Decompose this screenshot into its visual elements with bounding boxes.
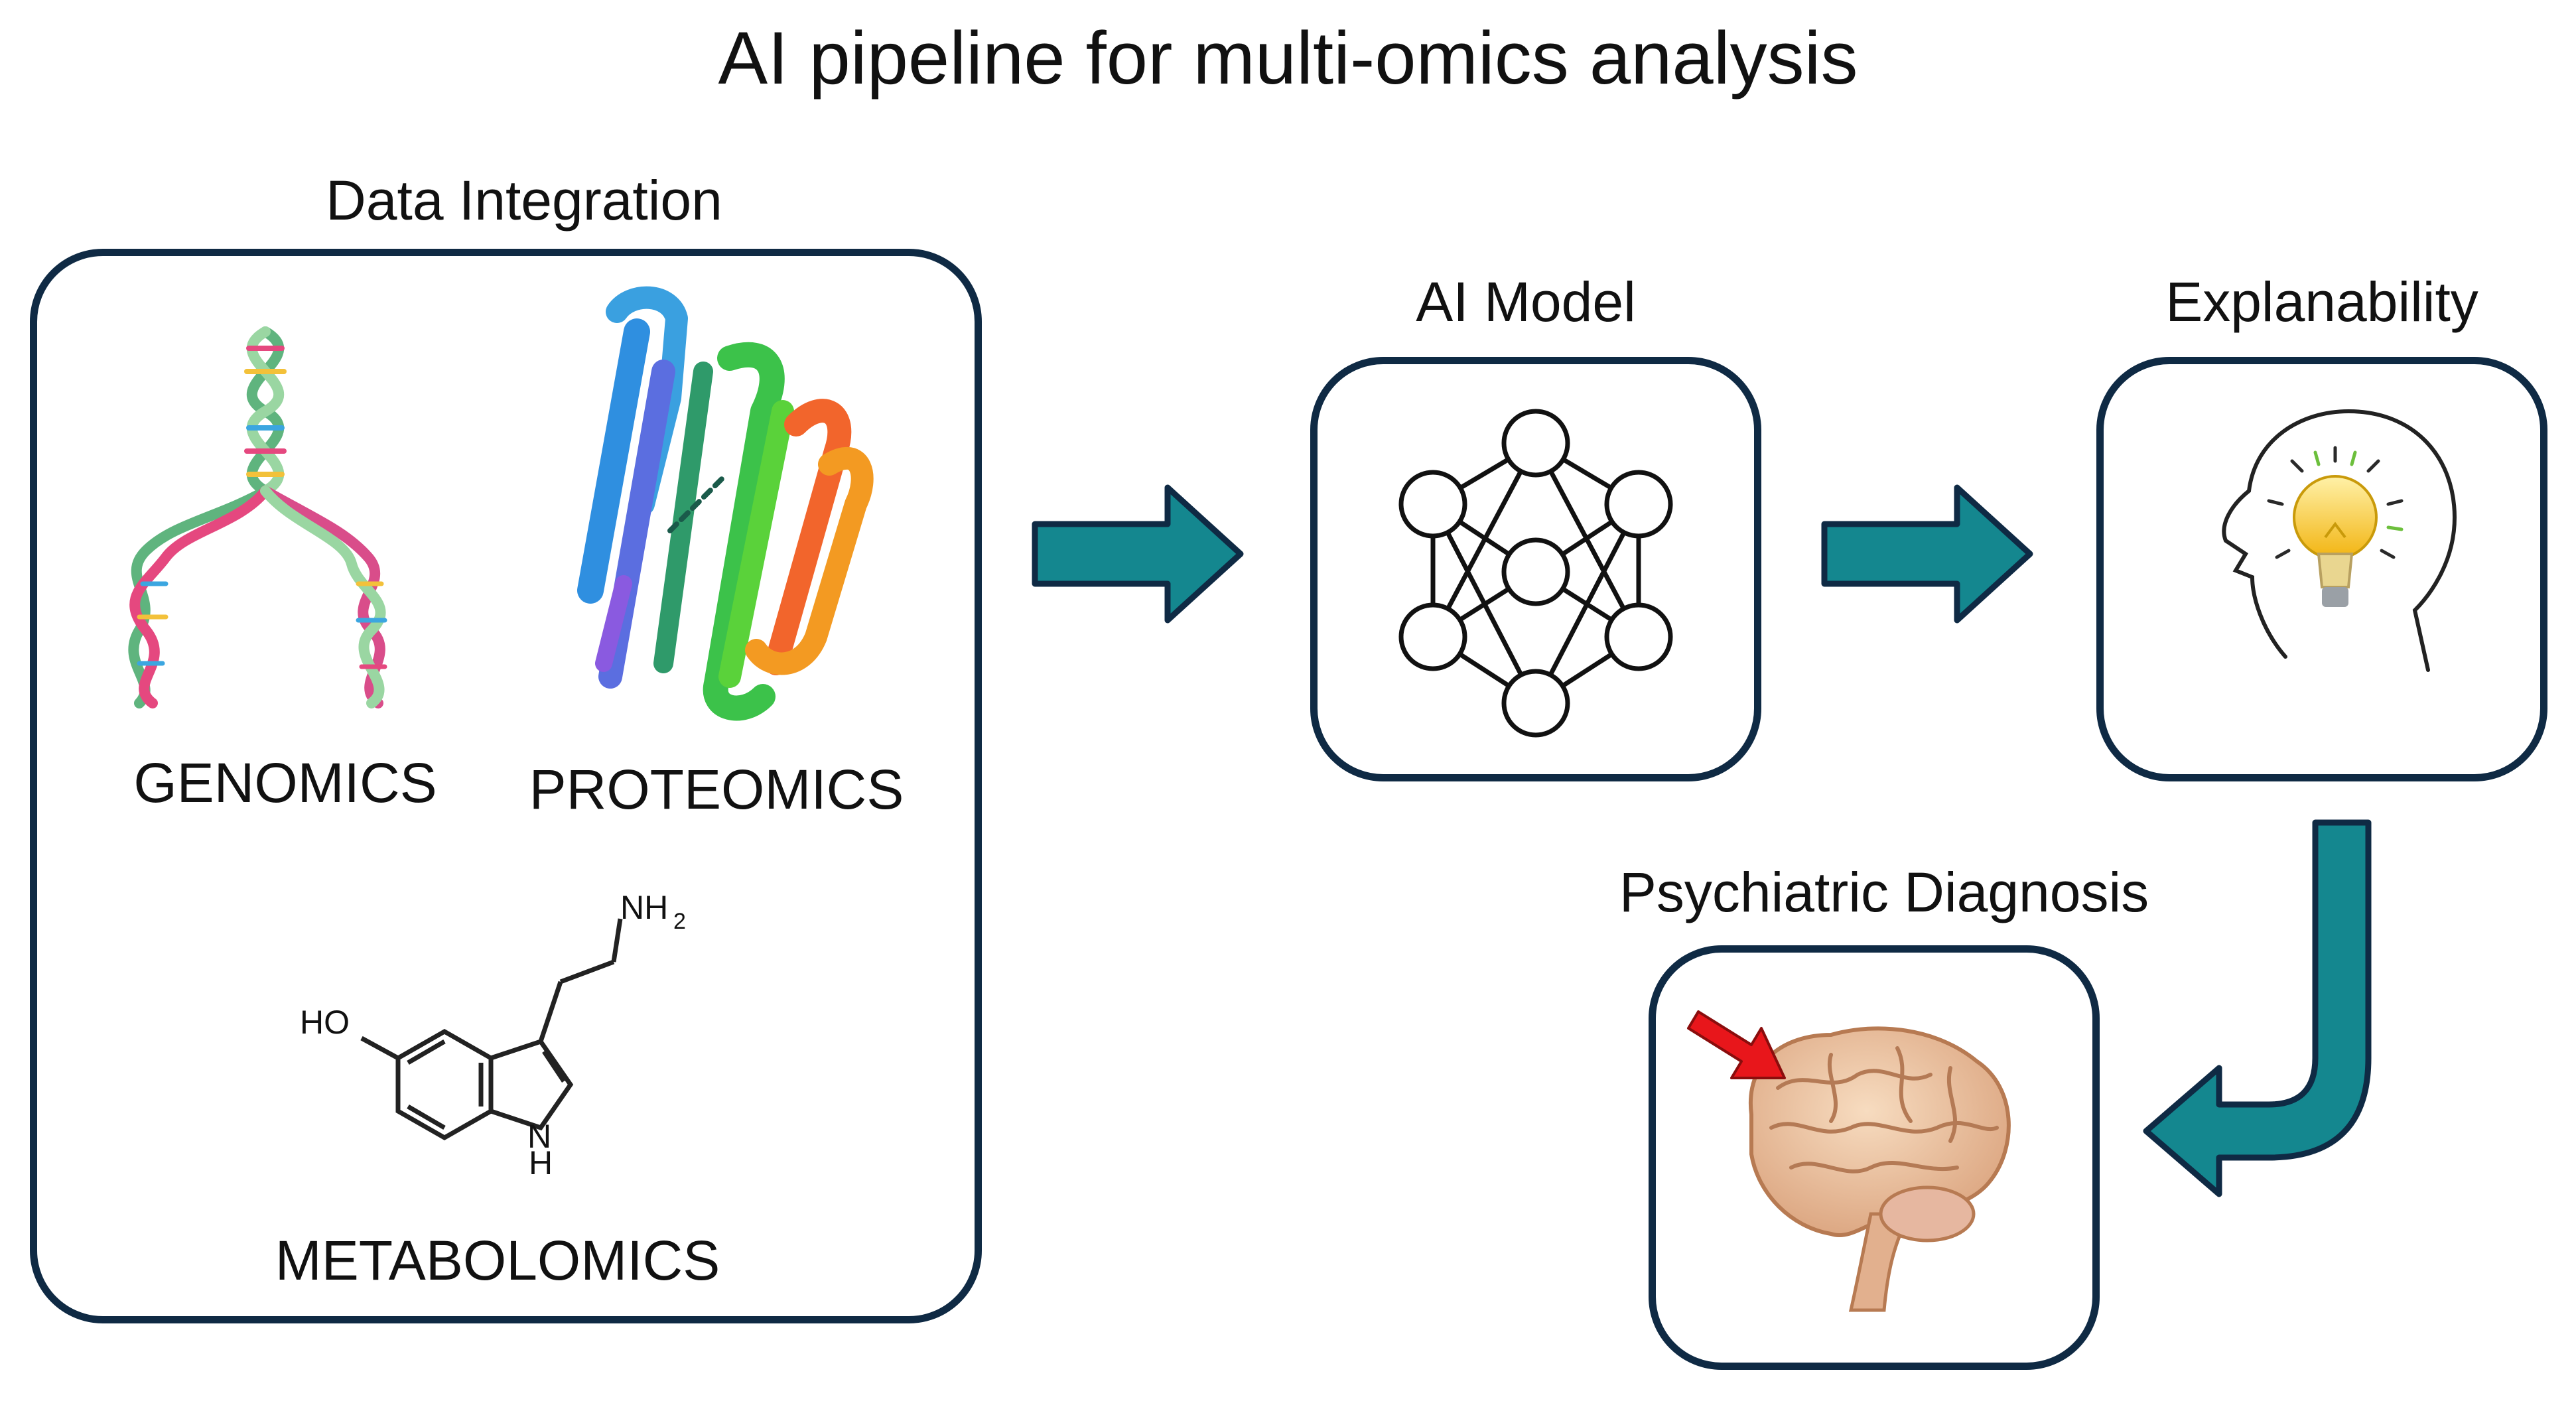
data-integration-label: Data Integration [326,169,722,232]
neural-network-icon [1398,409,1673,738]
page-title: AI pipeline for multi-omics analysis [718,17,1858,100]
svg-text:NH: NH [620,889,668,926]
metabolomics-label: METABOLOMICS [275,1229,720,1292]
svg-text:H: H [529,1144,553,1181]
svg-text:HO: HO [300,1004,350,1041]
data-integration-box [30,249,982,1323]
protein-icon [577,286,874,721]
pointer-arrow-icon [1687,1010,1786,1079]
flow-arrow-3 [2143,819,2372,1197]
explainability-label: Explanability [2165,271,2478,333]
serotonin-molecule-icon [360,918,623,1141]
head-lightbulb-icon [2222,409,2457,672]
flow-arrow-2 [1821,484,2033,624]
diagnosis-label: Psychiatric Diagnosis [1619,861,2149,923]
dna-icon [128,326,387,708]
brain-icon [1748,1026,2011,1312]
molecule-labels: NH 2 HO N H [300,889,686,1181]
flow-arrow-1 [1032,484,1244,624]
genomics-label: GENOMICS [133,752,437,814]
ai-model-label: AI Model [1416,271,1636,333]
proteomics-label: PROTEOMICS [529,758,904,821]
svg-text:2: 2 [673,909,686,934]
svg-text:N: N [527,1118,551,1155]
